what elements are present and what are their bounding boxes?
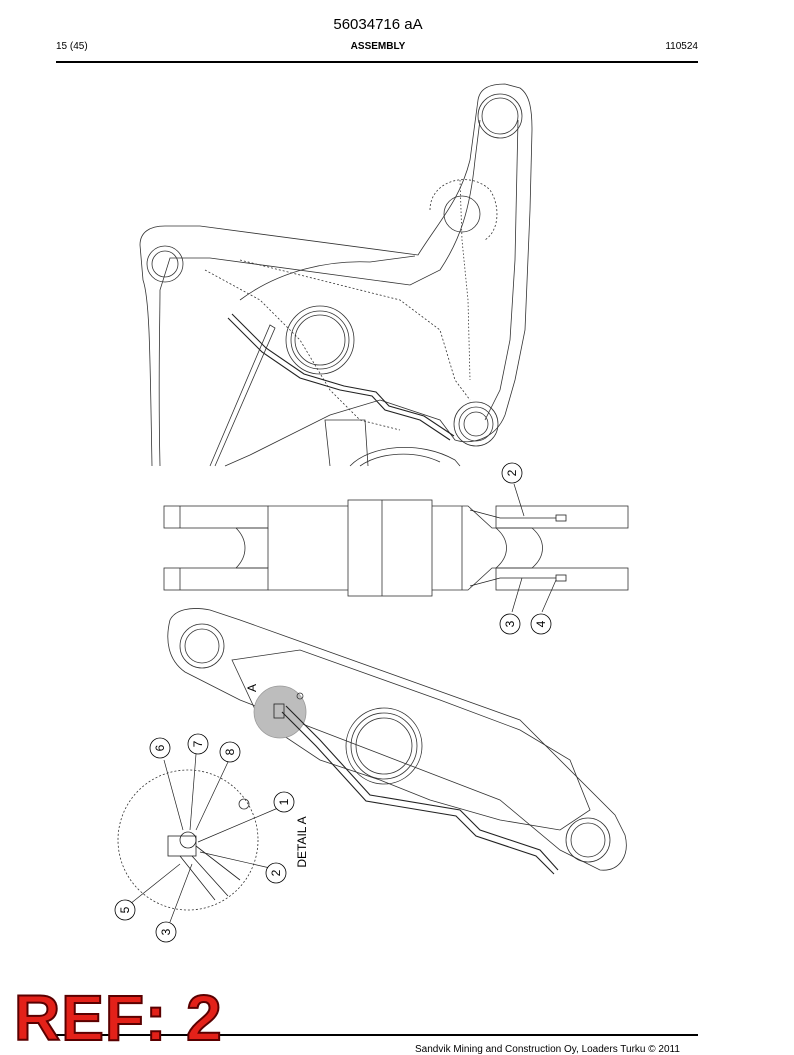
callout-3-detail: 3 — [159, 928, 173, 935]
detail-a-label: DETAIL A — [295, 816, 309, 867]
leader-lines — [129, 483, 557, 923]
callout-6: 6 — [153, 744, 167, 751]
callout-1: 1 — [277, 798, 291, 805]
middle-view — [163, 499, 629, 597]
document-number: 56034716 aA — [333, 16, 423, 33]
ref-stamp: REF: 2 — [13, 982, 223, 1054]
date-code: 110524 — [665, 41, 698, 52]
upper-view — [139, 83, 533, 467]
callout-4-top: 4 — [534, 620, 548, 627]
callout-7: 7 — [191, 740, 205, 747]
callout-2-detail: 2 — [269, 869, 283, 876]
lower-view — [167, 608, 627, 875]
footer-copyright: Sandvik Mining and Construction Oy, Load… — [415, 1044, 680, 1055]
callout-balloons — [114, 462, 552, 943]
callout-3-top: 3 — [503, 620, 517, 627]
callout-8: 8 — [223, 748, 237, 755]
page-number: 15 (45) — [56, 41, 88, 52]
detail-marker-a: A — [245, 684, 259, 692]
callout-numbers: 2 3 4 6 7 8 1 2 5 3 A DETAIL A — [118, 469, 548, 935]
section-title: ASSEMBLY — [350, 41, 406, 52]
header-rule — [56, 61, 698, 63]
callout-5: 5 — [118, 906, 132, 913]
footer-rule — [56, 1034, 698, 1036]
detail-a-view — [117, 769, 259, 911]
callout-2-top: 2 — [505, 469, 519, 476]
